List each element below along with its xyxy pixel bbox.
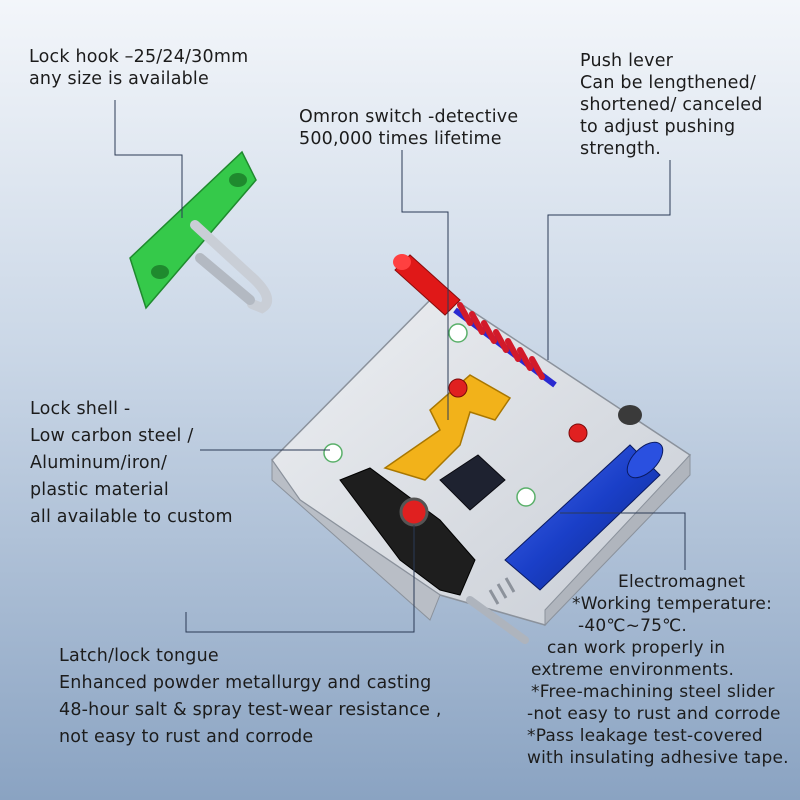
electromagnet-label-line-6: *Free-machining steel slider bbox=[531, 682, 775, 702]
lock-shell-label: Lock shell - Low carbon steel / Aluminum… bbox=[30, 396, 233, 531]
omron-switch bbox=[439, 454, 506, 511]
spring bbox=[453, 302, 557, 388]
electromagnet-label-line-2: *Working temperature: bbox=[572, 594, 773, 614]
screw bbox=[568, 423, 588, 443]
push-lever-label-line-4: to adjust pushing bbox=[580, 117, 736, 137]
cam bbox=[383, 374, 512, 481]
electromagnet-label-line-9: with insulating adhesive tape. bbox=[527, 748, 789, 768]
push-lever-label-line-3: shortened/ canceled bbox=[580, 95, 763, 115]
electromagnet-label: Electromagnet *Working temperature: -40℃… bbox=[527, 571, 789, 769]
lock-shell-label-line-1: Lock shell - bbox=[30, 399, 131, 419]
push-rod bbox=[393, 254, 461, 316]
push-lever-label-line-1: Push lever bbox=[580, 51, 674, 71]
hook-pin bbox=[190, 220, 273, 314]
omron-switch-label: Omron switch -detective 500,000 times li… bbox=[299, 106, 518, 150]
electromagnet bbox=[504, 405, 664, 591]
lock-shell-label-line-5: all available to custom bbox=[30, 507, 233, 527]
electromagnet-label-line-8: *Pass leakage test-covered bbox=[527, 726, 763, 746]
latch-tongue-label-line-4: not easy to rust and corrode bbox=[59, 727, 314, 747]
electromagnet-label-line-1: Electromagnet bbox=[618, 572, 746, 592]
latch-tongue-label-line-3: 48-hour salt & spray test-wear resistanc… bbox=[59, 700, 442, 720]
lock-hook-label: Lock hook –25/24/30mm any size is availa… bbox=[29, 46, 248, 90]
electromagnet-label-line-4: can work properly in bbox=[547, 638, 726, 658]
electromagnet-label-line-5: extreme environments. bbox=[531, 660, 735, 680]
leader-lines bbox=[114, 100, 686, 633]
lock-hook-label-line-1: Lock hook –25/24/30mm bbox=[29, 47, 249, 67]
omron-switch-label-line-1: Omron switch -detective bbox=[299, 107, 519, 127]
lock-hook bbox=[129, 150, 273, 314]
push-lever-label-line-2: Can be lengthened/ bbox=[580, 73, 757, 93]
lock-hook-label-line-2: any size is available bbox=[29, 69, 209, 89]
electromagnet-label-line-7: -not easy to rust and corrode bbox=[527, 704, 781, 724]
omron-switch-label-line-2: 500,000 times lifetime bbox=[299, 129, 502, 149]
latch-tongue-label-line-2: Enhanced powder metallurgy and casting bbox=[59, 673, 432, 693]
electromagnet-label-line-3: -40℃~75℃. bbox=[578, 616, 688, 636]
latch-tongue-label: Latch/lock tongue Enhanced powder metall… bbox=[59, 643, 442, 751]
slider bbox=[466, 577, 529, 644]
push-lever-label: Push lever Can be lengthened/ shortened/… bbox=[580, 50, 763, 160]
lock-shell-label-line-4: plastic material bbox=[30, 480, 169, 500]
lock-shell-label-line-3: Aluminum/iron/ bbox=[30, 453, 168, 473]
latch-tongue-label-line-1: Latch/lock tongue bbox=[59, 646, 219, 666]
lock-shell-label-line-2: Low carbon steel / bbox=[30, 426, 194, 446]
push-lever-label-line-5: strength. bbox=[580, 139, 662, 159]
